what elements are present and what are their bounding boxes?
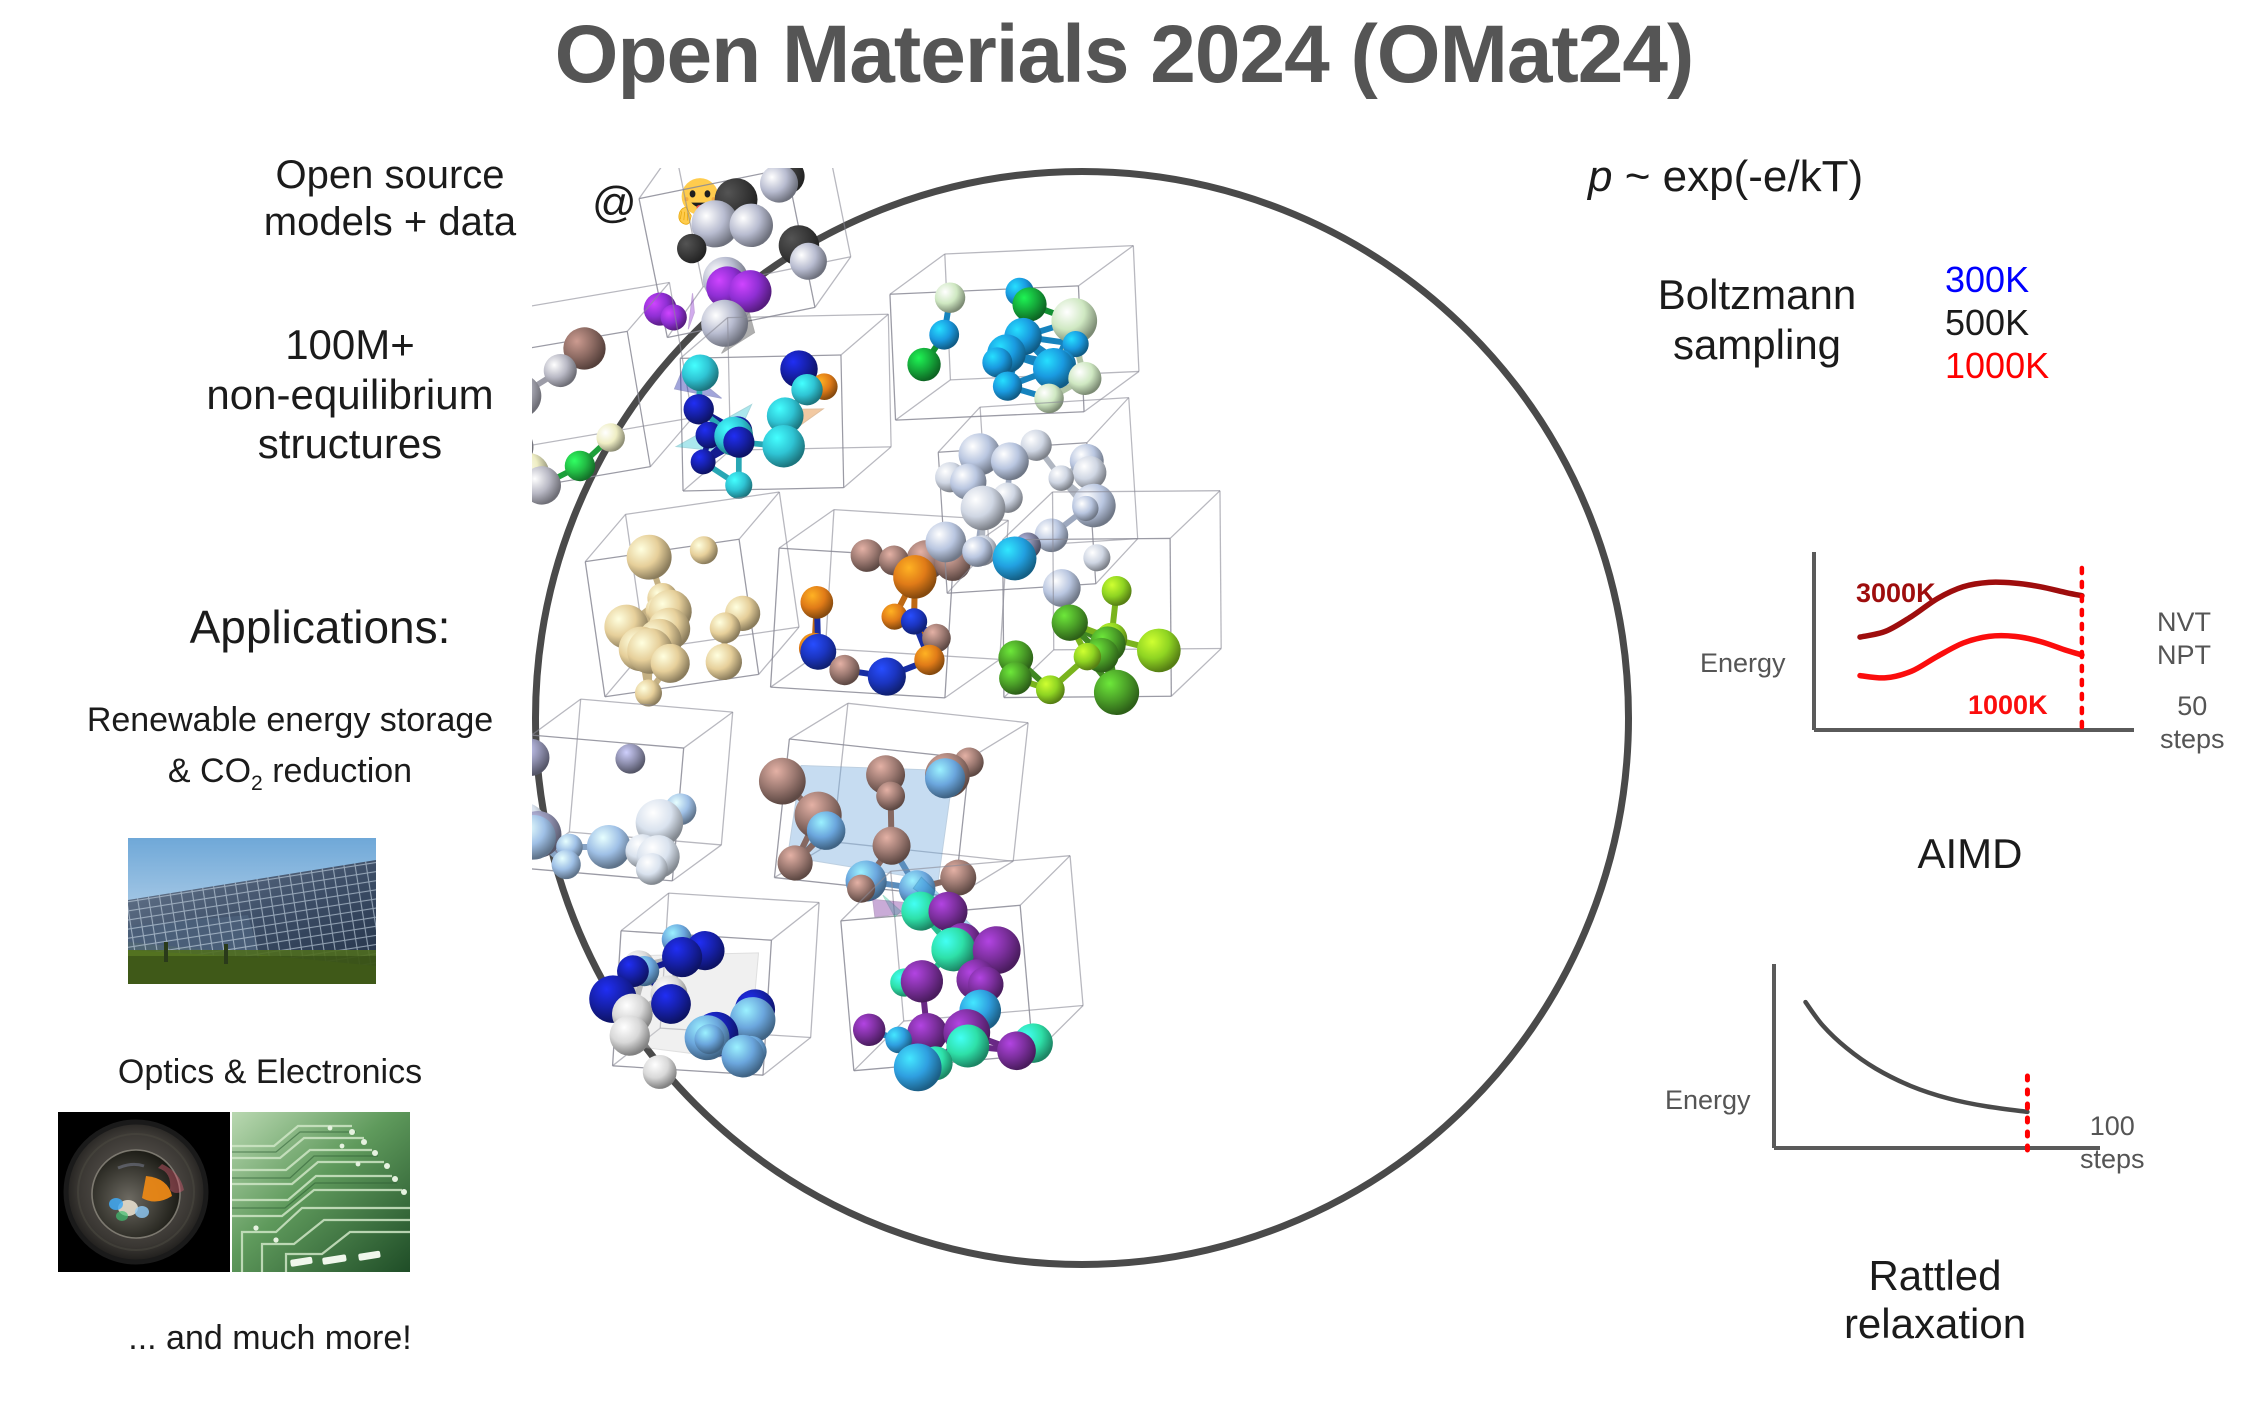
solar-panel-photo bbox=[128, 838, 376, 984]
structure-white-blue-cluster bbox=[589, 892, 820, 1089]
legend-item-500k: 500K bbox=[1945, 302, 2030, 344]
structure-purple-teal-polyhedra bbox=[840, 855, 1084, 1092]
structure-blue-orange-brown-cell bbox=[769, 509, 1009, 699]
rattled-chart-title: Rattled relaxation bbox=[1843, 1252, 2027, 1348]
at-symbol: @ bbox=[592, 178, 637, 227]
aimd-y-axis-label: Energy bbox=[1700, 648, 1786, 678]
temperature-legend: 300K 500K 1000K bbox=[1945, 258, 2049, 388]
aimd-steps-label: 50 steps bbox=[2160, 691, 2225, 755]
renewable-line-2: & CO2 reduction bbox=[40, 746, 540, 799]
co2-suffix: reduction bbox=[262, 752, 413, 790]
structures-circle-outline bbox=[532, 168, 1632, 1268]
and-much-more-caption: ... and much more! bbox=[128, 1319, 412, 1357]
structure-green-blue-chain bbox=[992, 490, 1222, 715]
aimd-chart bbox=[1800, 548, 2140, 748]
legend-item-300k: 300K bbox=[1945, 259, 2030, 300]
rattled-relaxation-chart bbox=[1760, 960, 2105, 1165]
aimd-series-label-1000k: 1000K bbox=[1968, 690, 2048, 720]
rattled-y-axis-label: Energy bbox=[1665, 1085, 1751, 1115]
structure-lavender-blue-cluster bbox=[503, 698, 734, 885]
boltzmann-equation: p ~ exp(-e/kT) bbox=[1588, 152, 1863, 202]
renewable-energy-caption: Renewable energy storage & CO2 reduction bbox=[40, 695, 540, 799]
boltzmann-sampling-label: Boltzmann sampling bbox=[1657, 271, 1857, 368]
structure-slate-blue-cluster bbox=[925, 397, 1139, 607]
aimd-ensemble-labels: NVT NPT bbox=[2157, 607, 2211, 671]
page-title: Open Materials 2024 (OMat24) bbox=[554, 9, 1695, 100]
aimd-chart-title: AIMD bbox=[1917, 830, 2023, 877]
structure-mint-green-supercell bbox=[889, 244, 1140, 421]
co2-subscript: 2 bbox=[251, 771, 263, 795]
crystal-structure-gallery bbox=[459, 117, 1632, 1268]
camera-lens-photo bbox=[58, 1112, 230, 1272]
aimd-series-label-3000k: 3000K bbox=[1856, 578, 1936, 608]
printed-circuit-board-photo bbox=[232, 1112, 410, 1272]
rattled-steps-label: 100 steps bbox=[2080, 1111, 2145, 1175]
legend-item-1000k: 1000K bbox=[1945, 345, 2050, 387]
structure-perovskite-purple-gray bbox=[638, 117, 852, 354]
structure-tan-fcc bbox=[584, 491, 800, 707]
optics-electronics-heading: Optics & Electronics bbox=[117, 1053, 423, 1091]
equation-p-symbol: p bbox=[1588, 152, 1613, 201]
renewable-line-1: Renewable energy storage bbox=[86, 701, 494, 739]
dataset-size-caption: 100M+ non-equilibrium structures bbox=[206, 321, 494, 468]
open-source-caption: Open source models + data bbox=[263, 153, 517, 245]
co2-prefix: & CO bbox=[167, 752, 252, 790]
equation-remainder: ~ exp(-e/kT) bbox=[1612, 152, 1864, 201]
structure-blue-orange-polyhedron bbox=[673, 313, 892, 499]
structure-blue-slab bbox=[758, 702, 1029, 907]
applications-heading: Applications: bbox=[189, 601, 451, 653]
